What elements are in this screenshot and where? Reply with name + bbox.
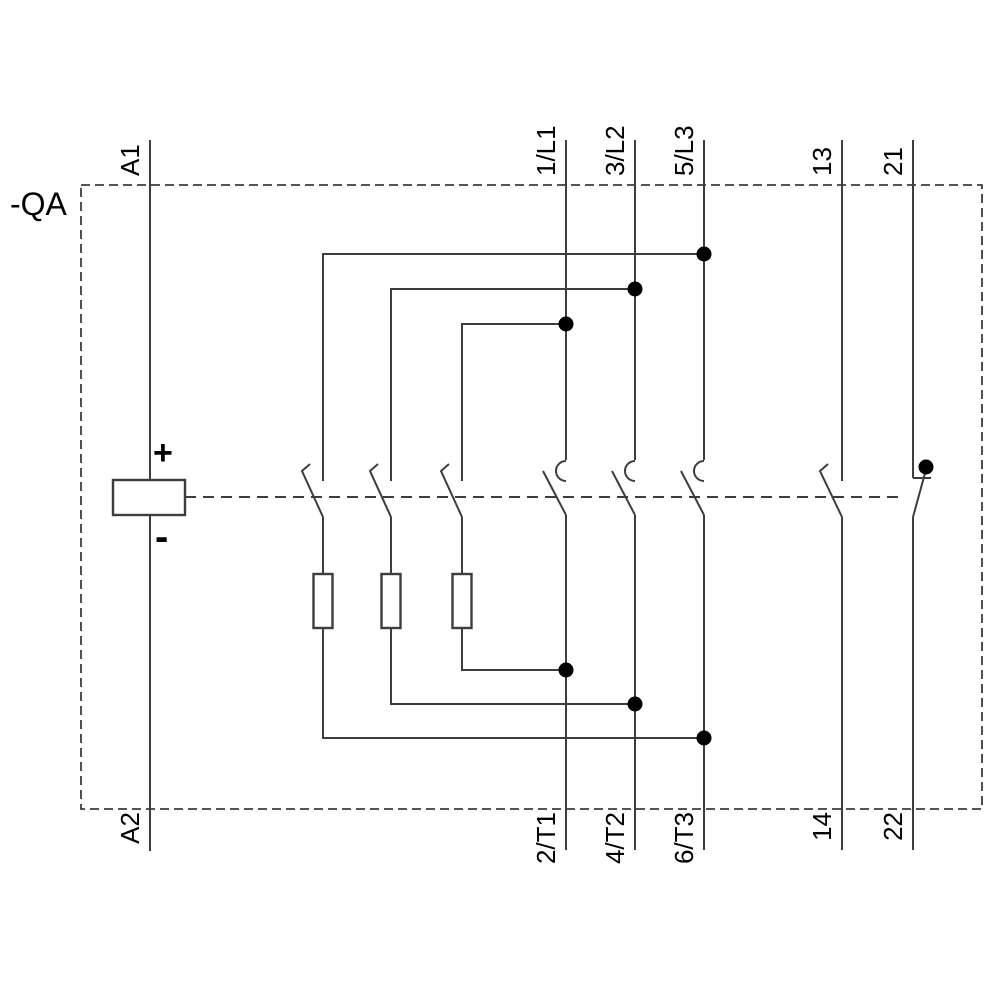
- terminal-label-a1: A1: [115, 144, 145, 176]
- terminal-label-a2: A2: [115, 812, 145, 844]
- terminal-label-14: 14: [807, 812, 837, 841]
- junction-dot-l2: [627, 281, 643, 297]
- bypass-contacts: [300, 463, 463, 518]
- junction-dot-t1: [558, 662, 574, 678]
- junction-dots: [558, 246, 712, 746]
- coil-polarity-plus: +: [153, 434, 173, 472]
- bypass-contact-3-blade: [439, 463, 463, 518]
- coil-group: + -: [111, 434, 187, 559]
- main-contact-l1-blade: [542, 470, 567, 516]
- coil-polarity-minus: -: [155, 515, 168, 559]
- top-terminal-labels: A1 1/L1 3/L2 5/L3 13 21: [115, 125, 908, 176]
- main-contact-l2-arc: [624, 460, 636, 482]
- terminal-label-21: 21: [878, 147, 908, 176]
- bypass-branch-wiring: [322, 253, 704, 739]
- junction-dot-t3: [696, 730, 712, 746]
- aux-nc-contact-blade: [912, 465, 928, 518]
- terminal-label-5l3: 5/L3: [669, 125, 699, 176]
- terminal-wires: [149, 140, 914, 851]
- resistors: [312, 572, 473, 630]
- terminal-label-6t3: 6/T3: [669, 812, 699, 864]
- junction-dot-t2: [627, 696, 643, 712]
- coil-symbol: [111, 478, 187, 517]
- junction-dot-l3: [696, 246, 712, 262]
- branch1-bottom-wire: [322, 628, 704, 739]
- terminal-label-4t2: 4/T2: [600, 812, 630, 864]
- aux-no-contact-blade: [818, 463, 843, 518]
- bypass-contact-2-blade: [368, 463, 392, 518]
- branch1-top-wire: [322, 253, 704, 481]
- terminal-label-2t1: 2/T1: [531, 812, 561, 864]
- main-contact-l1-arc: [555, 460, 567, 482]
- main-contacts: [542, 460, 705, 516]
- branch2-bottom-wire: [390, 628, 635, 705]
- aux-nc-contact-dot: [918, 459, 934, 475]
- branch3-top-wire: [461, 323, 566, 481]
- aux-contacts: [818, 459, 934, 518]
- main-contact-l3-arc: [693, 460, 705, 482]
- resistor-2: [380, 572, 402, 630]
- terminal-label-13: 13: [807, 147, 837, 176]
- terminal-label-3l2: 3/L2: [600, 125, 630, 176]
- bottom-terminal-labels: A2 2/T1 4/T2 6/T3 14 22: [115, 812, 908, 864]
- resistor-3: [451, 572, 473, 630]
- bypass-contact-1-blade: [300, 463, 324, 518]
- junction-dot-l1: [558, 316, 574, 332]
- branch3-bottom-wire: [461, 628, 566, 671]
- device-tag-label: -QA: [10, 186, 68, 222]
- resistor-1: [312, 572, 334, 630]
- device-enclosure-dashed-border: [80, 184, 983, 810]
- branch2-top-wire: [390, 288, 635, 481]
- main-contact-l2-blade: [611, 470, 636, 516]
- terminal-label-1l1: 1/L1: [531, 125, 561, 176]
- terminal-label-22: 22: [878, 812, 908, 841]
- main-contact-l3-blade: [680, 470, 705, 516]
